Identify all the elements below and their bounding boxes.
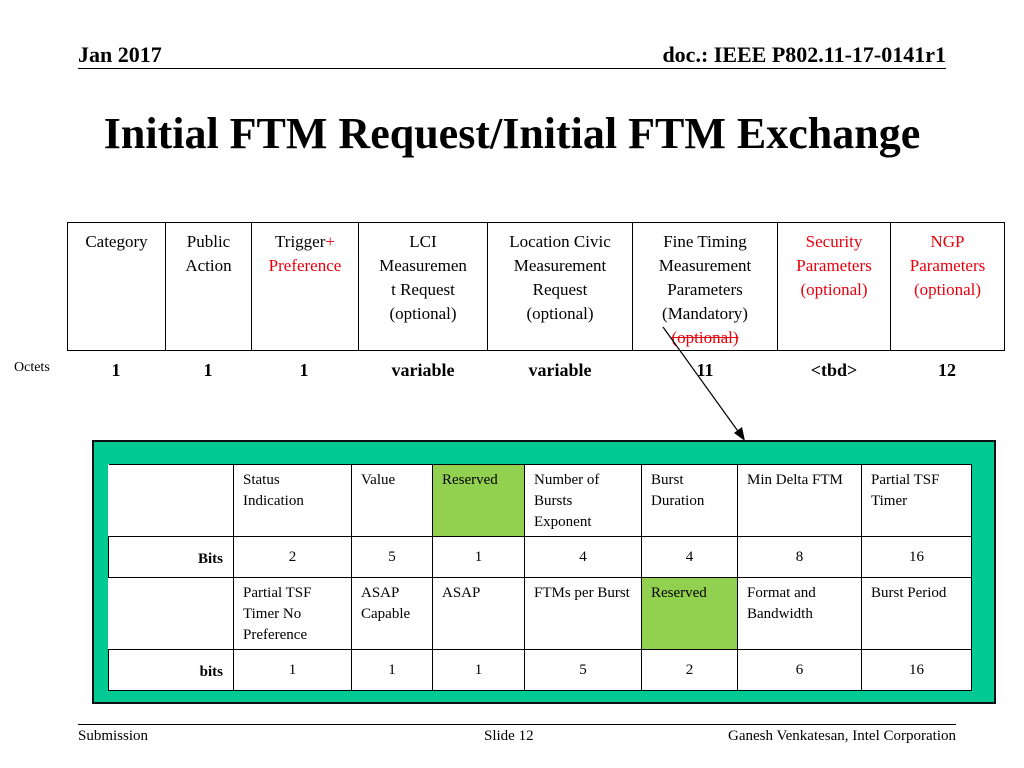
blank-cell	[108, 577, 234, 650]
octet-value: 1	[111, 360, 121, 380]
table-row: Status Indication Value Reserved Number …	[108, 464, 972, 537]
footer-author: Ganesh Venkatesan, Intel Corporation	[728, 728, 956, 744]
octet-value: variable	[391, 360, 455, 380]
octet-value: 1	[203, 360, 213, 380]
bit-count: 1	[233, 649, 352, 691]
bit-count: 5	[351, 536, 433, 578]
header-rule	[78, 68, 946, 69]
param-field-reserved: Reserved	[641, 577, 738, 650]
header-date: Jan 2017	[78, 42, 162, 67]
header-doc-id: doc.: IEEE P802.11-17-0141r1	[662, 42, 946, 67]
param-field: Status Indication	[233, 464, 352, 537]
table-row: Partial TSF Timer No Preference ASAP Cap…	[108, 577, 972, 650]
octet-value: variable	[528, 360, 592, 380]
octets-label: Octets	[14, 360, 50, 375]
param-field: Min Delta FTM	[737, 464, 862, 537]
bit-count: 1	[432, 536, 525, 578]
param-field: ASAP Capable	[351, 577, 433, 650]
bit-count: 5	[524, 649, 642, 691]
field-category: Category	[67, 222, 166, 351]
table-row: Bits 2 5 1 4 4 8 16	[108, 536, 972, 578]
param-field: Partial TSF Timer No Preference	[233, 577, 352, 650]
param-field-reserved: Reserved	[432, 464, 525, 537]
octet-value: 1	[299, 360, 309, 380]
bit-count: 1	[432, 649, 525, 691]
param-field: Format and Bandwidth	[737, 577, 862, 650]
bit-count: 4	[524, 536, 642, 578]
param-field: ASAP	[432, 577, 525, 650]
ftm-parameters-table: Status Indication Value Reserved Number …	[108, 464, 972, 691]
octet-value: 12	[938, 360, 956, 380]
blank-cell	[108, 464, 234, 537]
table-row: bits 1 1 1 5 2 6 16	[108, 649, 972, 691]
bit-count: 8	[737, 536, 862, 578]
footer-submission: Submission	[78, 728, 149, 744]
param-field: Partial TSF Timer	[861, 464, 972, 537]
footer-rule	[78, 724, 956, 725]
param-field: Burst Duration	[641, 464, 738, 537]
strikethrough-optional: (optional)	[671, 328, 739, 347]
field-trigger-preference: Trigger+Preference	[251, 222, 359, 351]
bits-label: bits	[108, 649, 234, 691]
bit-count: 4	[641, 536, 738, 578]
bit-count: 16	[861, 536, 972, 578]
octet-value: 11	[696, 360, 714, 380]
bits-label: Bits	[108, 536, 234, 578]
param-field: Burst Period	[861, 577, 972, 650]
bit-count: 2	[233, 536, 352, 578]
bit-count: 16	[861, 649, 972, 691]
bit-count: 6	[737, 649, 862, 691]
slide-title: Initial FTM Request/Initial FTM Exchange	[103, 109, 921, 158]
octet-value: <tbd>	[810, 360, 858, 380]
bit-count: 2	[641, 649, 738, 691]
param-field: FTMs per Burst	[524, 577, 642, 650]
bit-count: 1	[351, 649, 433, 691]
param-field: Number of Bursts Exponent	[524, 464, 642, 537]
param-field: Value	[351, 464, 433, 537]
footer-slide-number: Slide 12	[484, 728, 534, 744]
